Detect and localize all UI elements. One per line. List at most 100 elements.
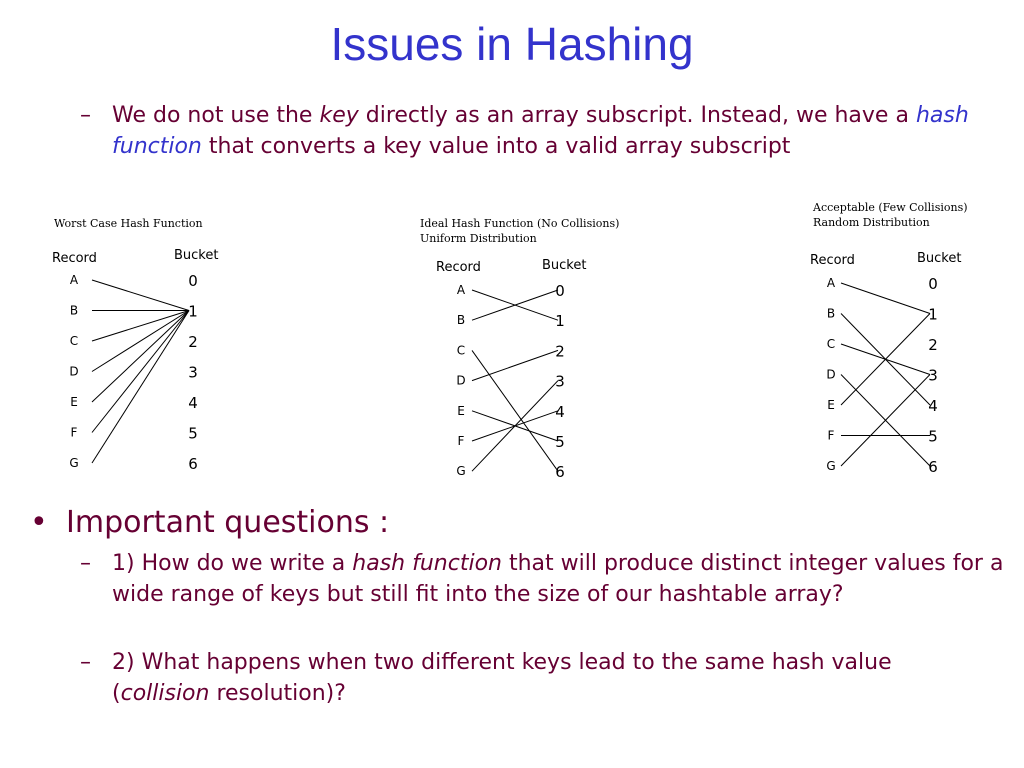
bucket-label-1: 1 — [928, 306, 938, 324]
bucket-label-4: 4 — [928, 397, 938, 415]
bucket-label-6: 6 — [555, 463, 565, 481]
mapping-lines — [840, 282, 931, 467]
bullet-marker: • — [30, 505, 48, 540]
record-label-g: G — [826, 459, 835, 473]
question-1: – 1) How do we write a hash function tha… — [80, 548, 1007, 610]
intro-dash: – — [80, 103, 91, 128]
record-label-b: B — [70, 304, 78, 318]
bucket-label-5: 5 — [928, 428, 938, 446]
record-label-f: F — [828, 429, 835, 443]
intro-text-3: that converts a key value into a valid a… — [201, 134, 791, 159]
bucket-label-2: 2 — [928, 336, 938, 354]
bucket-label-4: 4 — [188, 394, 198, 412]
mapping-line-d-to-1 — [91, 310, 190, 372]
bucket-label-4: 4 — [555, 403, 565, 421]
record-label-g: G — [69, 456, 78, 470]
bucket-label-0: 0 — [928, 275, 938, 293]
question-1-dash: – — [80, 551, 91, 576]
bucket-header: Bucket — [174, 248, 218, 263]
question-2-text-2: resolution)? — [209, 681, 346, 706]
mapping-lines — [91, 279, 190, 464]
record-label-c: C — [457, 343, 465, 357]
ideal-caption-line-2: Uniform Distribution — [420, 232, 537, 245]
question-2-dash: – — [80, 650, 91, 675]
question-1-hash-function-term: hash function — [352, 551, 502, 576]
ideal-caption-line-1: Ideal Hash Function (No Collisions) — [420, 217, 620, 230]
bucket-label-1: 1 — [188, 303, 198, 321]
record-labels: A B C D E F G — [456, 283, 466, 478]
mapping-line-f-to-1 — [91, 310, 190, 433]
question-2-collision-term: collision — [120, 681, 210, 706]
record-label-c: C — [70, 334, 78, 348]
record-label-c: C — [827, 337, 835, 351]
question-1-text-1: 1) How do we write a — [112, 551, 353, 576]
record-label-b: B — [827, 307, 835, 321]
ideal-diagram: Ideal Hash Function (No Collisions) Unif… — [420, 216, 630, 486]
record-label-f: F — [458, 434, 465, 448]
record-header: Record — [810, 253, 855, 268]
record-header: Record — [52, 251, 97, 266]
mapping-line-c-to-6 — [471, 350, 559, 472]
record-label-d: D — [69, 365, 78, 379]
question-1-text-2: that will produce distinct integer value… — [112, 551, 1004, 607]
intro-text-1: We do not use the — [112, 103, 320, 128]
mapping-line-e-to-1 — [91, 310, 190, 403]
mapping-line-b-to-0 — [471, 289, 559, 321]
acceptable-caption-line-2: Random Distribution — [813, 216, 930, 229]
bucket-header: Bucket — [542, 258, 586, 273]
slide-title: Issues in Hashing — [330, 18, 694, 70]
record-label-e: E — [70, 395, 78, 409]
bucket-label-0: 0 — [555, 282, 565, 300]
record-label-a: A — [457, 283, 466, 297]
intro-paragraph: – We do not use the key directly as an a… — [80, 100, 982, 162]
mapping-line-d-to-2 — [471, 349, 559, 382]
record-labels: A B C D E F G — [69, 273, 79, 470]
ideal-mapping-graphic: Record Bucket A B C D E F G 0 1 2 3 4 5 6 — [436, 258, 586, 481]
mapping-line-g-to-1 — [91, 310, 190, 464]
bucket-label-5: 5 — [555, 433, 565, 451]
mapping-line-g-to-3 — [471, 380, 559, 472]
record-label-b: B — [457, 313, 465, 327]
mapping-line-c-to-1 — [91, 310, 190, 342]
intro-text-2: directly as an array subscript. Instead,… — [358, 103, 916, 128]
bucket-label-1: 1 — [555, 312, 565, 330]
record-label-f: F — [71, 426, 78, 440]
bucket-label-3: 3 — [188, 364, 198, 382]
question-2: – 2) What happens when two different key… — [80, 647, 992, 709]
record-label-e: E — [827, 398, 835, 412]
intro-hash-function-term: hash function — [112, 103, 969, 159]
mapping-lines — [471, 289, 559, 472]
worst-case-caption: Worst Case Hash Function — [54, 217, 203, 230]
record-label-d: D — [456, 374, 465, 388]
worst-case-diagram: Worst Case Hash Function Record Bucket A… — [50, 214, 250, 484]
question-2-text-1: 2) What happens when two different keys … — [112, 650, 892, 706]
record-header: Record — [436, 260, 481, 275]
intro-key-term: key — [319, 103, 359, 128]
record-labels: A B C D E F G — [826, 276, 836, 473]
important-questions-heading: Important questions : — [66, 505, 390, 540]
record-label-a: A — [827, 276, 836, 290]
record-label-a: A — [70, 273, 79, 287]
bucket-label-3: 3 — [928, 367, 938, 385]
record-label-g: G — [456, 464, 465, 478]
acceptable-caption-line-1: Acceptable (Few Collisions) — [813, 201, 968, 214]
bucket-label-3: 3 — [555, 373, 565, 391]
acceptable-diagram: Acceptable (Few Collisions) Random Distr… — [810, 200, 1010, 480]
bucket-label-0: 0 — [188, 272, 198, 290]
bucket-labels: 0 1 2 3 4 5 6 — [555, 282, 565, 481]
record-label-e: E — [457, 404, 465, 418]
mapping-line-a-to-1 — [840, 282, 931, 314]
bucket-label-2: 2 — [188, 333, 198, 351]
bucket-label-2: 2 — [555, 342, 565, 360]
mapping-line-a-to-1 — [91, 279, 190, 311]
mapping-line-e-to-1 — [840, 313, 931, 406]
mapping-line-g-to-3 — [840, 374, 931, 467]
record-label-d: D — [826, 368, 835, 382]
bucket-header: Bucket — [917, 251, 961, 266]
important-questions-bullet: • Important questions : — [30, 505, 630, 545]
